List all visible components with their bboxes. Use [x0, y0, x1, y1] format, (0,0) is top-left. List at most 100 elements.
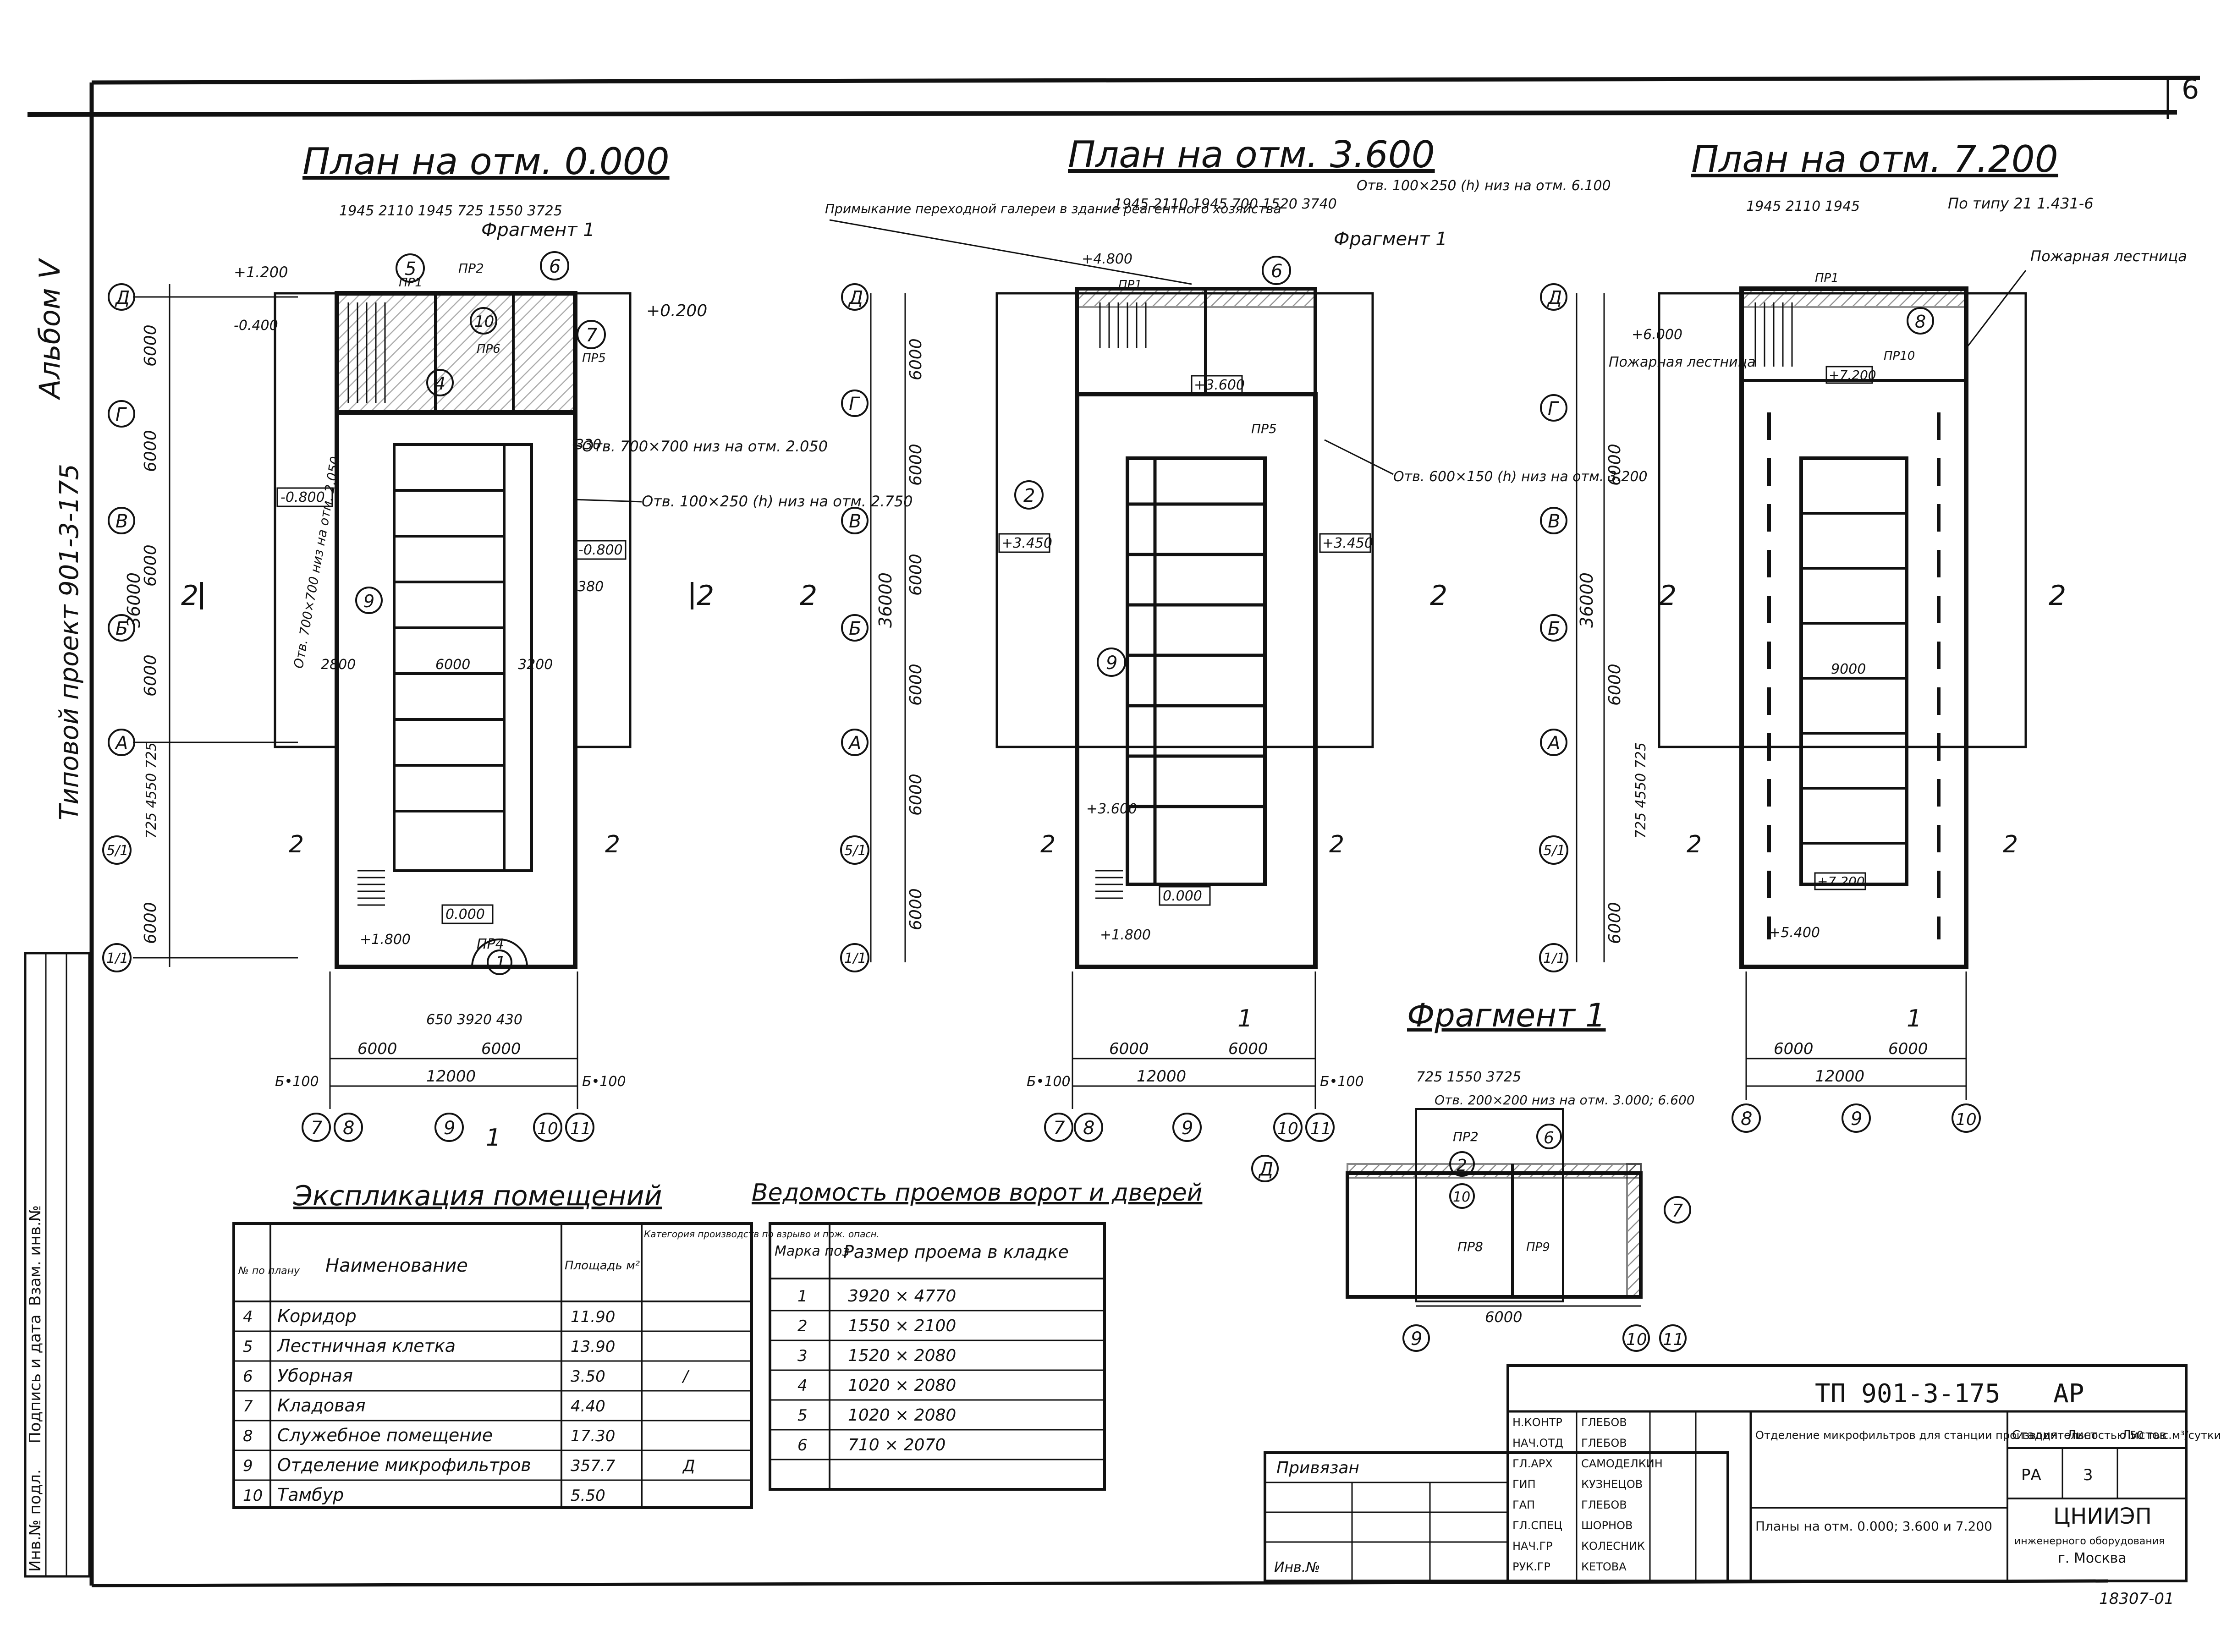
plan3-axis-A: А	[1546, 733, 1560, 754]
expl-row-name: Тамбур	[277, 1485, 344, 1505]
plan1-section-left-2: 2	[289, 831, 304, 858]
plan2-level-1800: +1.800	[1100, 927, 1151, 943]
tb-person-role: ГАП	[1512, 1498, 1535, 1511]
tb-inv: Инв.№	[1274, 1559, 1320, 1575]
openings-row-mark: 2	[797, 1317, 808, 1335]
plan3-total-length: 36000	[1577, 572, 1597, 628]
axis-1-1: 1/1	[106, 950, 128, 966]
plan3-section-left-2: 2	[1687, 831, 1702, 858]
fragment-dim-6000: 6000	[1485, 1308, 1522, 1326]
plan1-axis-10: 10	[537, 1120, 558, 1138]
plan2-axis-A: А	[847, 733, 861, 754]
plan1-bay-2: 6000	[141, 430, 160, 472]
tb-person-role: НАЧ.ОТД	[1512, 1437, 1563, 1449]
left-margin: Альбом V Типовой проект 901-3-175 Инв.№ …	[24, 258, 91, 1578]
album-label: Альбом V	[33, 258, 66, 401]
plan3-note-8: Пожарная лестница	[2030, 247, 2187, 265]
plan2-section-right: 2	[1430, 580, 1447, 612]
plan2-axis-V: В	[849, 511, 861, 532]
plan1-note-1: Отв. 700×700 низ на отм. 2.050	[582, 438, 828, 455]
plan1-side-chain: 725 4550 725	[143, 742, 159, 839]
plan1-bottom-chain: 650 3920 430	[426, 1012, 522, 1028]
plan2-bay-5: 6000	[907, 774, 925, 816]
plan2-total-length: 36000	[875, 572, 896, 628]
expl-row-no: 5	[243, 1338, 253, 1356]
fragment-axis-D: Д	[1258, 1159, 1273, 1180]
plan3-axis-10: 10	[1956, 1110, 1977, 1129]
plan1-dim-380: 380	[577, 579, 604, 595]
plan2-level-3450-right: +3.450	[1322, 535, 1373, 551]
plan2-section-right-2: 2	[1329, 831, 1344, 858]
plan2-half-left: 6000	[1109, 1040, 1149, 1058]
plan1-room-6: 6	[549, 256, 561, 277]
plan1-level-1200: +1.200	[234, 263, 288, 281]
plan3-row-axes: Д Г В Б А 5/1 1/1	[1539, 283, 1568, 972]
plan1-gate-mark: 1	[495, 953, 506, 973]
plan3-axis-D: Д	[1547, 287, 1562, 308]
plan1-left-annex	[274, 292, 338, 748]
tb-person-name: САМОДЕЛКИН	[1581, 1457, 1663, 1470]
expl-row-no: 7	[243, 1397, 253, 1416]
plan2-note-opening: Отв. 100×250 (h) низ на отм. 6.100	[1357, 178, 1611, 194]
fragment-title: Фрагмент 1	[1407, 997, 1606, 1034]
expl-header-cat: Категория производств по взрыво и пож. о…	[644, 1229, 880, 1240]
plan2-section-bottom: 1	[1237, 1005, 1253, 1032]
plan1-bay-6: 6000	[141, 902, 160, 944]
plan2-width: 12000	[1137, 1067, 1186, 1086]
plan1-section-right: 2	[697, 580, 714, 612]
tb-person-name: ГЛЕБОВ	[1581, 1437, 1627, 1449]
plan3-door-pr10: ПР10	[1884, 349, 1915, 363]
expl-row-no: 8	[243, 1427, 253, 1445]
plan1-level-0000: 0.000	[445, 906, 485, 922]
expl-header-area: Площадь м²	[565, 1259, 640, 1273]
plan2-level-3600: +3.600	[1086, 801, 1137, 817]
tb-number: 18307-01	[2099, 1590, 2174, 1608]
plan1-axis-7: 7	[311, 1118, 323, 1139]
plan3-half-left: 6000	[1774, 1040, 1814, 1058]
openings-row-size: 1520 × 2080	[848, 1346, 956, 1365]
fragment-axis-11: 11	[1663, 1330, 1684, 1349]
plan-0000: План на отм. 0.000 1945 2110 1945 725 15…	[102, 140, 913, 1152]
openings-row-mark: 4	[797, 1377, 808, 1395]
plan3-level-6000: +6.000	[1632, 327, 1682, 343]
plan1-level-1800: +1.800	[360, 932, 411, 948]
fragment-room-6: 6	[1544, 1129, 1554, 1147]
plan1-row-axes: Д Г В Б А 5/1 1/1	[102, 283, 135, 972]
fragment-door-pr8: ПР8	[1457, 1239, 1483, 1254]
openings-row-size: 710 × 2070	[848, 1436, 946, 1454]
tb-sheet: 3	[2083, 1466, 2093, 1484]
tb-person-name: КЕТОВА	[1581, 1560, 1627, 1573]
openings-row-size: 1020 × 2080	[848, 1376, 956, 1395]
plan1-dim-2800: 2800	[321, 657, 356, 673]
plan1-level-m0800-right: -0.800	[578, 542, 623, 558]
expl-row-name: Коридор	[277, 1306, 357, 1326]
plan1-bay-3: 6000	[141, 544, 160, 587]
plan3-section-right-2: 2	[2003, 831, 2018, 858]
tb-sheets-header: Листов	[2122, 1428, 2166, 1442]
openings-title: Ведомость проемов ворот и дверей	[752, 1179, 1202, 1207]
tb-person-name: ГЛЕБОВ	[1581, 1416, 1627, 1429]
plan1-room-7: 7	[586, 325, 598, 346]
plan3-level-7200-top: +7.200	[1829, 368, 1876, 383]
explication-table: Экспликация помещений № по плану Наимено…	[232, 1180, 880, 1509]
tb-person-name: ГЛЕБОВ	[1581, 1498, 1627, 1511]
openings-header-size: Размер проема в кладке	[843, 1242, 1069, 1262]
plan1-axis-11: 11	[570, 1120, 591, 1138]
plan2-axis-1-1: 1/1	[844, 950, 866, 966]
tb-tied: Привязан	[1276, 1459, 1359, 1477]
plan1-room-10: 10	[474, 313, 494, 331]
plan3-bay-2: 6000	[1605, 444, 1624, 486]
plan1-room-9: 9	[363, 591, 374, 611]
openings-table: Ведомость проемов ворот и дверей Марка п…	[752, 1179, 1202, 1491]
plan1-door-pr6: ПР6	[477, 342, 500, 356]
plan1-section-bottom: 1	[486, 1124, 501, 1152]
plan3-filter-tank	[1799, 456, 1908, 886]
plan3-axis-B: Б	[1548, 618, 1560, 639]
expl-header-no: № по плану	[238, 1265, 300, 1277]
plan1-filter-tank	[393, 443, 533, 872]
plan1-axis-9: 9	[444, 1118, 455, 1139]
plan-3600: План на отм. 3.600 1945 2110 1945 700 15…	[800, 133, 1648, 1142]
axis-V: В	[115, 511, 128, 532]
plan2-axis-10: 10	[1277, 1120, 1298, 1138]
plan3-bay-4: 6000	[1605, 664, 1624, 706]
